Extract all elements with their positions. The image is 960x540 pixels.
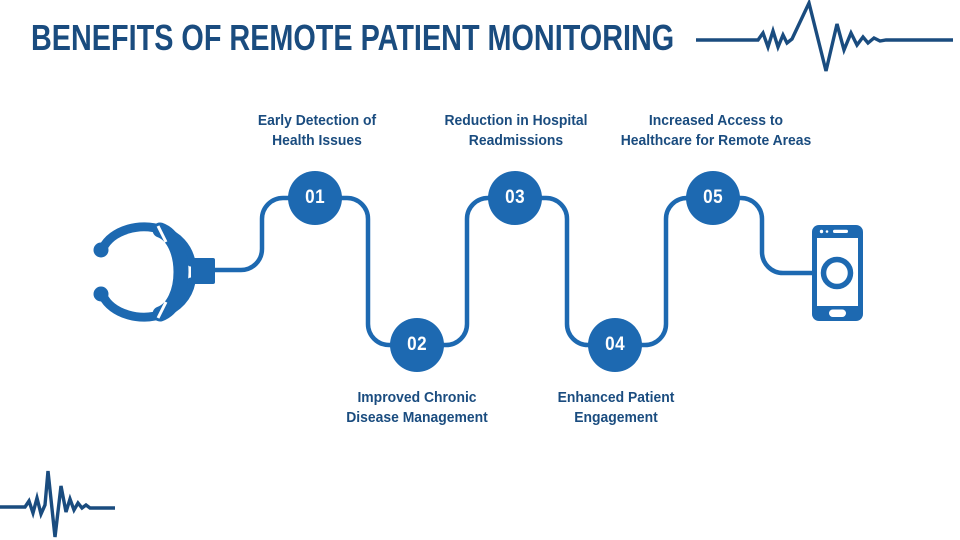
- smartphone-icon: [812, 225, 863, 321]
- step-number: 04: [605, 334, 625, 355]
- step-circle-3: 03: [488, 171, 542, 225]
- step-number: 03: [505, 187, 525, 208]
- heartbeat-line-icon: [0, 470, 115, 538]
- step-label-4: Enhanced Patient Engagement: [558, 388, 675, 428]
- step-number: 01: [305, 187, 325, 208]
- step-label-line: Health Issues: [272, 133, 362, 149]
- step-circle-5: 05: [686, 171, 740, 225]
- step-label-2: Improved Chronic Disease Management: [346, 388, 488, 428]
- step-circle-1: 01: [288, 171, 342, 225]
- step-label-line: Enhanced Patient: [557, 390, 675, 406]
- call-ring-icon: [820, 256, 854, 290]
- step-label-1: Early Detection of Health Issues: [258, 111, 376, 151]
- step-label-line: Improved Chronic: [357, 390, 477, 406]
- step-label-line: Healthcare for Remote Areas: [620, 133, 812, 149]
- step-circle-4: 04: [588, 318, 642, 372]
- step-label-line: Engagement: [574, 410, 658, 426]
- step-label-line: Early Detection of: [257, 113, 377, 129]
- step-circle-2: 02: [390, 318, 444, 372]
- heartbeat-line-icon: [696, 0, 953, 72]
- step-number: 05: [703, 187, 723, 208]
- stethoscope-icon: [93, 222, 215, 322]
- step-number: 02: [407, 334, 427, 355]
- step-label-line: Increased Access to: [648, 113, 784, 129]
- step-label-3: Reduction in Hospital Readmissions: [444, 111, 587, 151]
- page-title: BENEFITS OF REMOTE PATIENT MONITORING: [31, 17, 675, 58]
- step-label-line: Reduction in Hospital: [444, 113, 588, 129]
- step-label-5: Increased Access to Healthcare for Remot…: [621, 111, 812, 151]
- step-label-line: Disease Management: [346, 410, 488, 426]
- step-label-line: Readmissions: [468, 133, 564, 149]
